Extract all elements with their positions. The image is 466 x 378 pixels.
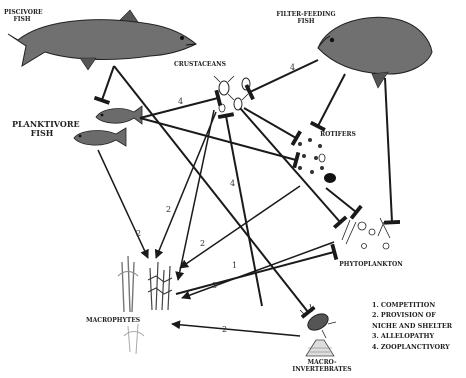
legend: 1. COMPETITION 2. PROVISION OF NICHE AND… <box>372 300 458 352</box>
filter-feeding-fish-label: FILTER-FEEDING FISH <box>274 12 338 25</box>
macro-invertebrates-icon <box>300 304 336 356</box>
arrow-rotifers-to-macrophytes <box>180 186 300 268</box>
rotifers-icon <box>298 138 336 183</box>
legend-item: 3. ALLELOPATHY <box>372 331 458 341</box>
arrow-invertebrates-to-macrophytes <box>172 324 300 336</box>
link-number: 2 <box>222 325 227 334</box>
link-filter-to-rotifers <box>318 74 345 126</box>
link-number: 2 <box>166 205 171 214</box>
legend-item: 1. COMPETITION <box>372 300 458 310</box>
link-crustaceans-to-rotifers <box>244 108 296 138</box>
crustaceans-label: CRUSTACEANS <box>170 62 230 69</box>
link-number: 3 <box>212 281 217 290</box>
link-number: 2 <box>200 239 205 248</box>
macrophytes-label: MACROPHYTES <box>86 318 138 325</box>
link-piscivore-to-invertebrates <box>114 66 308 312</box>
link-number: 1 <box>232 261 237 270</box>
macrophytes-icon <box>118 256 172 354</box>
link-number: 4 <box>290 63 295 72</box>
link-number: 4 <box>230 179 235 188</box>
macro-invertebrates-label: MACRO-INVERTEBRATES <box>282 360 362 373</box>
filter-feeding-fish-icon <box>318 17 432 88</box>
legend-item: 4. ZOOPLANCTIVORY <box>372 342 458 352</box>
link-number: 4 <box>178 97 183 106</box>
link-filter-to-crustaceans <box>250 60 318 92</box>
rotifers-label: ROTIFERS <box>318 132 358 139</box>
crustaceans-icon <box>214 76 250 112</box>
arrow-crustaceans-to-macrophytes-b <box>178 110 214 280</box>
arrow-planktivore-to-macrophytes <box>98 150 148 258</box>
piscivore-fish-label: PISCIVORE FISH <box>4 10 40 23</box>
planktivore-fish-label: PLANKTIVORE FISH <box>12 120 72 138</box>
phytoplankton-label: PHYTOPLANKTON <box>338 262 404 269</box>
link-crustaceans-to-phytoplankton <box>240 108 340 222</box>
planktivore-fish-icon <box>74 106 142 146</box>
link-filter-to-phytoplankton <box>385 78 392 222</box>
link-rotifers-to-phytoplankton <box>326 188 356 212</box>
link-invertebrates-to-crustaceans <box>226 116 262 306</box>
link-piscivore-to-planktivore <box>102 66 114 100</box>
phytoplankton-icon <box>342 218 390 249</box>
legend-item: 2. PROVISION OF NICHE AND SHELTER <box>372 310 458 331</box>
link-macrophytes-phyto-competition <box>176 252 334 294</box>
link-number: 2 <box>136 229 141 238</box>
